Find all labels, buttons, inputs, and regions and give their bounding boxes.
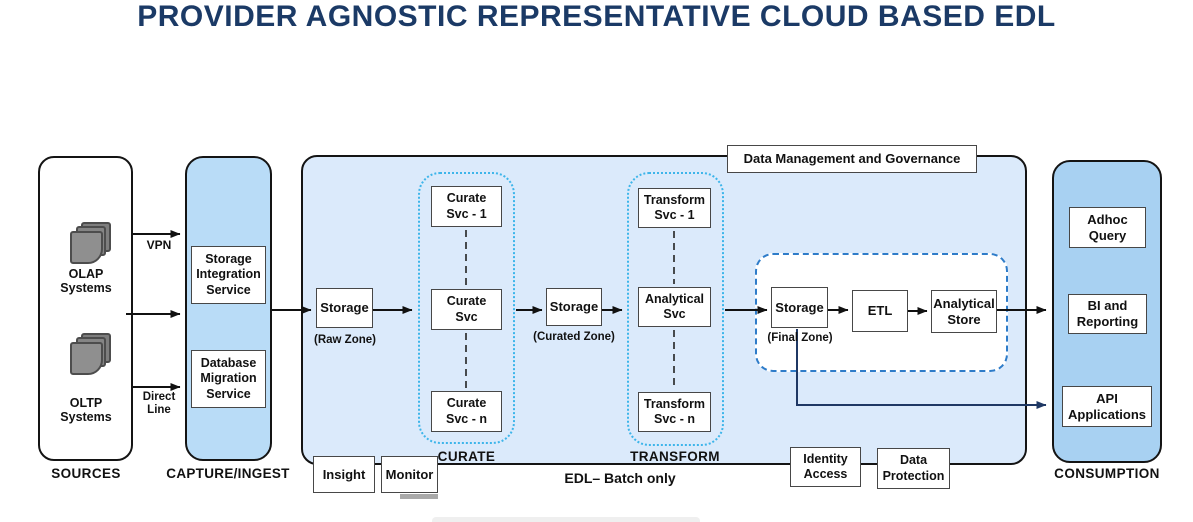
- oltp-systems-label: OLTP Systems: [60, 396, 112, 425]
- transform-label: TRANSFORM: [630, 449, 720, 464]
- curate-svc-box: Curate Svc: [431, 289, 502, 330]
- cutoff-element-edge: [432, 517, 700, 522]
- transform-svc-1-box: Transform Svc - 1: [638, 188, 711, 228]
- final-zone-label: (Final Zone): [767, 332, 833, 344]
- oltp-systems-icon: [70, 333, 117, 378]
- olap-systems-icon: [70, 222, 117, 267]
- storage-integration-service-box: Storage Integration Service: [191, 246, 266, 304]
- sources-label: SOURCES: [51, 466, 121, 481]
- storage-curated-zone-box: Storage: [546, 288, 602, 326]
- curate-label: CURATE: [437, 449, 496, 464]
- olap-systems-label: OLAP Systems: [60, 267, 112, 296]
- capture-ingest-label: CAPTURE/INGEST: [166, 466, 290, 481]
- capture-ingest-container: [185, 156, 272, 461]
- analytical-store-box: Analytical Store: [931, 290, 997, 333]
- edl-batch-only-label: EDL– Batch only: [564, 470, 676, 486]
- sources-container: [38, 156, 133, 461]
- storage-raw-zone-box: Storage: [316, 288, 373, 328]
- api-applications-box: API Applications: [1062, 386, 1152, 427]
- direct-line-link-label: Direct Line: [142, 391, 176, 417]
- insight-box: Insight: [313, 456, 375, 493]
- storage-final-zone-box: Storage: [771, 287, 828, 328]
- etl-box: ETL: [852, 290, 908, 332]
- raw-zone-label: (Raw Zone): [314, 334, 376, 346]
- transform-zone: [627, 172, 724, 446]
- data-management-governance-box: Data Management and Governance: [727, 145, 977, 173]
- transform-svc-n-box: Transform Svc - n: [638, 392, 711, 432]
- consumption-label: CONSUMPTION: [1054, 466, 1160, 481]
- curate-zone: [418, 172, 515, 444]
- adhoc-query-box: Adhoc Query: [1069, 207, 1146, 248]
- curate-svc-1-box: Curate Svc - 1: [431, 186, 502, 227]
- data-protection-box: Data Protection: [877, 448, 950, 489]
- bi-reporting-box: BI and Reporting: [1068, 294, 1147, 334]
- database-migration-service-box: Database Migration Service: [191, 350, 266, 408]
- vpn-link-label: VPN: [146, 238, 172, 252]
- identity-access-box: Identity Access: [790, 447, 861, 487]
- curate-svc-n-box: Curate Svc - n: [431, 391, 502, 432]
- curated-zone-label: (Curated Zone): [533, 331, 615, 343]
- analytical-svc-box: Analytical Svc: [638, 287, 711, 327]
- monitor-box: Monitor: [381, 456, 438, 493]
- monitor-box-shadow: [400, 494, 438, 499]
- page-title: PROVIDER AGNOSTIC REPRESENTATIVE CLOUD B…: [137, 0, 1056, 33]
